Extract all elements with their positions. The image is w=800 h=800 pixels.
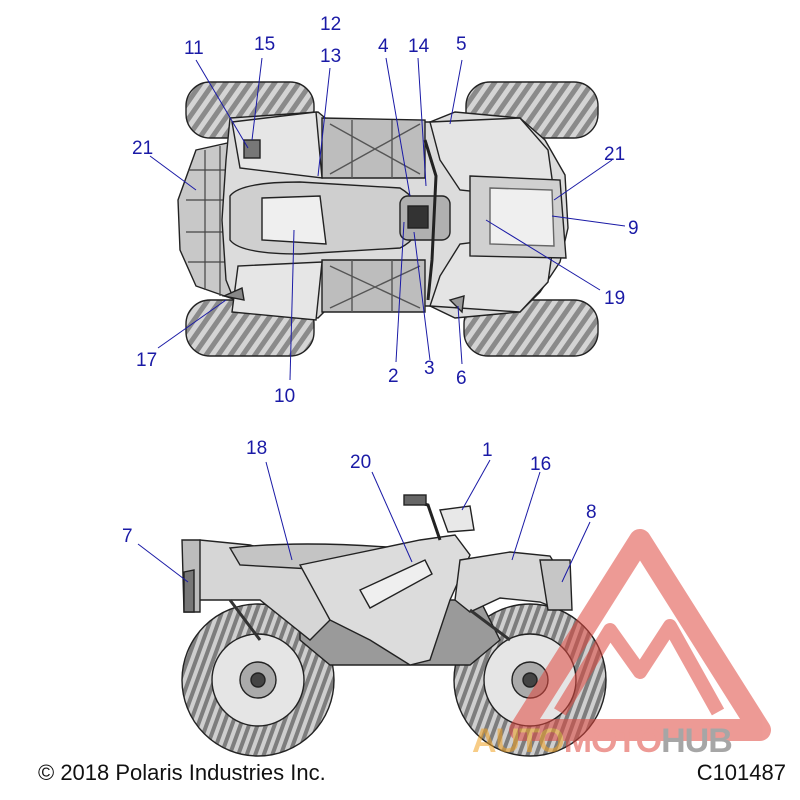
callout-17: 17	[136, 350, 157, 371]
callout-3: 3	[424, 358, 435, 379]
callout-12: 12	[320, 14, 341, 35]
callout-18: 18	[246, 438, 267, 459]
handlebar	[423, 139, 438, 301]
side-front-rack	[539, 559, 573, 611]
callout-9: 9	[628, 218, 639, 239]
automotohub-watermark: AUTOMOTOHUB	[472, 529, 771, 760]
callout-20: 20	[350, 452, 371, 473]
callout-19: 19	[604, 288, 625, 309]
callout-labels: 11 15 12 13 4 14 5 21 21 9 19 17 10 2 3 …	[122, 14, 639, 547]
callout-16: 16	[530, 454, 551, 475]
leader-lines	[137, 57, 626, 583]
callout-11: 11	[184, 38, 204, 59]
side-mirror-decal	[439, 505, 475, 533]
rear-fender-left	[231, 111, 323, 179]
callout-13: 13	[320, 46, 341, 67]
side-handlebar	[409, 498, 442, 541]
diagram-code: C101487	[696, 760, 786, 785]
decal-6	[448, 295, 465, 314]
decal-17	[221, 286, 245, 301]
watermark-text: AUTOMOTOHUB	[472, 722, 732, 760]
callout-14: 14	[408, 36, 430, 57]
watermark-triangle-icon	[509, 529, 771, 741]
callout-7: 7	[122, 526, 133, 547]
callout-6: 6	[456, 368, 467, 389]
callout-8: 8	[586, 502, 597, 523]
callout-2: 2	[388, 366, 399, 387]
copyright-text: © 2018 Polaris Industries Inc.	[38, 760, 326, 785]
front-rack-decal	[489, 187, 555, 247]
callout-4: 4	[378, 36, 389, 57]
callout-15: 15	[254, 34, 275, 55]
decal-15	[243, 139, 261, 159]
callout-21-right: 21	[604, 144, 625, 165]
decal-7	[183, 569, 195, 613]
callout-5: 5	[456, 34, 467, 55]
seat-decal	[261, 195, 327, 245]
side-view-atv	[181, 494, 607, 757]
callout-10: 10	[274, 386, 295, 407]
top-view-atv	[177, 81, 599, 357]
callout-21-left: 21	[132, 138, 153, 159]
rear-fender-right	[231, 261, 323, 321]
callout-1: 1	[482, 440, 493, 461]
side-panel-decal	[359, 559, 433, 609]
